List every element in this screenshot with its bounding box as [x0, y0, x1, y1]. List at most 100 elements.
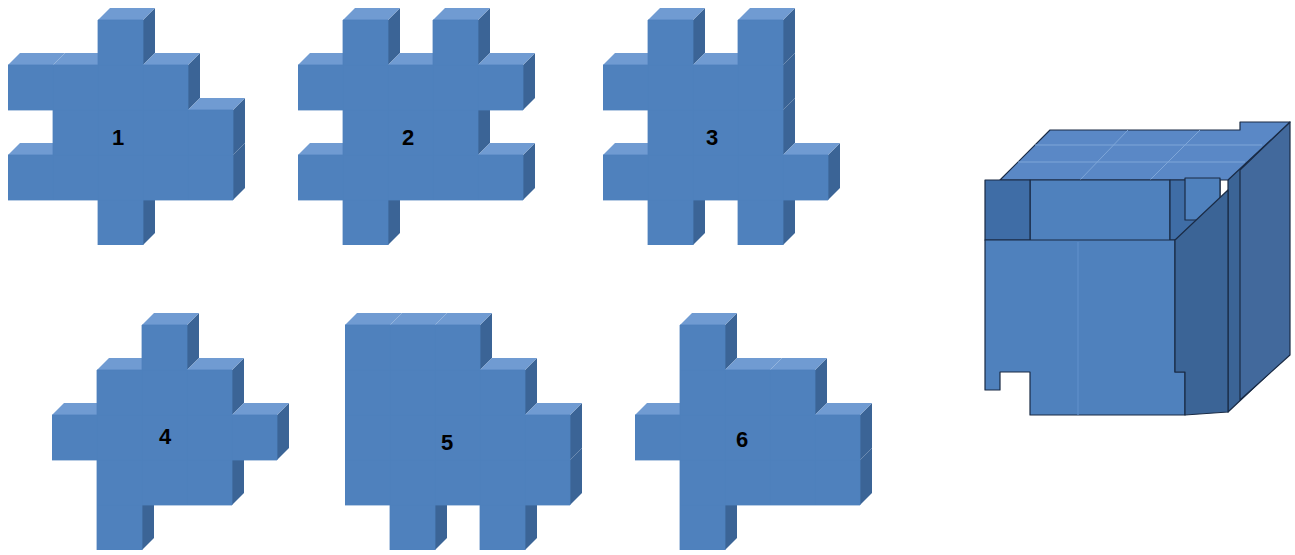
piece-front: [142, 460, 187, 505]
piece-shape: [8, 8, 245, 245]
piece-front: [343, 20, 388, 65]
piece-top: [738, 8, 795, 20]
piece-front: [725, 415, 770, 460]
piece-front: [390, 460, 435, 505]
piece-top: [480, 358, 537, 370]
piece-top: [478, 143, 535, 155]
piece-number: 2: [402, 127, 414, 149]
piece-top: [142, 313, 199, 325]
piece-top: [783, 143, 840, 155]
piece-front: [738, 110, 783, 155]
piece-top: [187, 358, 244, 370]
piece-front: [433, 65, 478, 110]
cube-top: [1000, 122, 1290, 180]
piece-front: [770, 460, 815, 505]
puzzle-piece: 4: [52, 313, 289, 550]
piece-front: [343, 200, 388, 245]
piece-front: [525, 460, 570, 505]
piece-front: [97, 505, 142, 550]
piece-front: [98, 65, 143, 110]
piece-front: [345, 460, 390, 505]
piece-front: [142, 415, 187, 460]
piece-front: [390, 325, 435, 370]
piece-front: [388, 110, 433, 155]
piece-front: [693, 65, 738, 110]
piece-shape: [635, 313, 872, 550]
piece-front: [603, 155, 648, 200]
piece-front: [480, 370, 525, 415]
piece-front: [98, 110, 143, 155]
piece-front: [815, 460, 860, 505]
piece-front: [693, 110, 738, 155]
cube-front: [985, 240, 1185, 415]
piece-top: [680, 313, 737, 325]
piece-front: [680, 505, 725, 550]
piece-front: [435, 370, 480, 415]
piece-front: [435, 460, 480, 505]
piece-front: [738, 65, 783, 110]
piece-front: [680, 370, 725, 415]
piece-front: [388, 65, 433, 110]
piece-front: [143, 65, 188, 110]
piece-front: [97, 415, 142, 460]
piece-front: [53, 110, 98, 155]
piece-number: 4: [159, 426, 171, 448]
piece-front: [738, 200, 783, 245]
piece-front: [770, 415, 815, 460]
piece-front: [725, 460, 770, 505]
piece-front: [142, 325, 187, 370]
cube-side: [1175, 190, 1228, 415]
piece-front: [98, 20, 143, 65]
piece-front: [97, 370, 142, 415]
piece-front: [525, 415, 570, 460]
piece-top: [648, 8, 705, 20]
piece-front: [738, 155, 783, 200]
cube-front: [1030, 180, 1170, 242]
puzzle-piece: 1: [8, 8, 245, 245]
piece-front: [648, 65, 693, 110]
piece-shape: [345, 313, 582, 550]
piece-front: [435, 325, 480, 370]
piece-front: [648, 200, 693, 245]
puzzle-piece: 2: [298, 8, 535, 245]
piece-front: [480, 415, 525, 460]
piece-front: [603, 65, 648, 110]
piece-front: [478, 155, 523, 200]
piece-front: [343, 110, 388, 155]
piece-front: [433, 20, 478, 65]
piece-front: [343, 65, 388, 110]
puzzle-piece: 5: [345, 313, 582, 550]
piece-top: [188, 98, 245, 110]
piece-front: [52, 415, 97, 460]
piece-front: [725, 370, 770, 415]
piece-front: [345, 370, 390, 415]
piece-front: [390, 415, 435, 460]
piece-front: [648, 20, 693, 65]
piece-front: [343, 155, 388, 200]
piece-front: [435, 415, 480, 460]
piece-front: [783, 155, 828, 200]
piece-front: [680, 415, 725, 460]
piece-number: 5: [441, 432, 453, 454]
piece-front: [345, 325, 390, 370]
piece-top: [435, 313, 492, 325]
piece-front: [648, 155, 693, 200]
piece-front: [53, 65, 98, 110]
piece-front: [345, 415, 390, 460]
piece-front: [8, 155, 53, 200]
piece-number: 3: [706, 127, 718, 149]
piece-side: [233, 143, 245, 200]
piece-side: [570, 448, 582, 505]
piece-front: [480, 505, 525, 550]
piece-top: [770, 358, 827, 370]
piece-front: [770, 370, 815, 415]
cube-side: [1240, 122, 1290, 400]
piece-top: [343, 8, 400, 20]
piece-front: [142, 370, 187, 415]
piece-front: [143, 155, 188, 200]
piece-front: [388, 155, 433, 200]
piece-top: [143, 53, 200, 65]
piece-top: [478, 53, 535, 65]
piece-front: [188, 155, 233, 200]
